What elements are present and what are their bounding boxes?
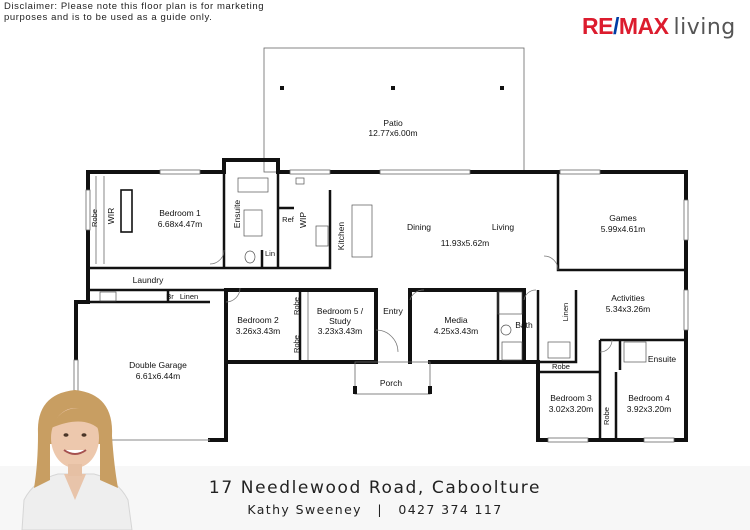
br-label: Br (166, 292, 174, 301)
bedroom2-label: Bedroom 2 (237, 315, 279, 325)
robe-label-bed2: Robe (292, 297, 301, 315)
bedroom5-label-line1: Bedroom 5 / (317, 306, 364, 316)
disclaimer-text: Disclaimer: Please note this floor plan … (4, 1, 265, 23)
activities-label: Activities (611, 293, 645, 303)
patio-posts (280, 86, 504, 90)
door-swings (209, 249, 613, 353)
laundry-label: Laundry (133, 275, 164, 285)
garage-size: 6.61x6.44m (136, 371, 180, 381)
bedroom3-size: 3.02x3.20m (549, 404, 593, 414)
entry-label: Entry (383, 306, 404, 316)
porch-post-right (428, 386, 432, 394)
linen-label-laundry: Linen (180, 292, 198, 301)
bath-label: Bath (515, 320, 533, 330)
lin-label: Lin (265, 249, 275, 258)
ensuite1-label: Ensuite (232, 200, 242, 229)
bedroom4-label: Bedroom 4 (628, 393, 670, 403)
media-size: 4.25x3.43m (434, 326, 478, 336)
living-size: 11.93x5.62m (441, 238, 490, 248)
linen-label-hall: Linen (561, 303, 570, 321)
agent-name: Kathy Sweeney (247, 502, 362, 517)
bedroom4-size: 3.92x3.20m (627, 404, 671, 414)
agent-contact-line: Kathy Sweeney | 0427 374 117 (0, 502, 750, 517)
logo-slash: / (612, 13, 619, 39)
robe-label-bed3: Robe (552, 362, 570, 371)
logo-living: living (673, 15, 736, 40)
logo-re: RE (582, 13, 613, 39)
agent-portrait (21, 390, 133, 530)
patio-outline (263, 47, 525, 173)
remax-living-logo: RE/MAX living (582, 13, 736, 40)
porch-post-left (353, 386, 357, 394)
property-address: 17 Needlewood Road, Caboolture (208, 478, 542, 498)
kitchen-label: Kitchen (336, 222, 346, 251)
living-label: Living (492, 222, 514, 232)
robe-label-bed1: Robe (90, 209, 99, 227)
dining-label: Dining (407, 222, 431, 232)
activities-size: 5.34x3.26m (606, 304, 650, 314)
wip-label: WIP (298, 212, 308, 228)
fixtures (99, 177, 647, 363)
media-label: Media (444, 315, 467, 325)
games-label: Games (609, 213, 636, 223)
patio-label: Patio (383, 118, 403, 128)
wir-label: WIR (106, 208, 116, 225)
robe-label-bed4: Robe (602, 407, 611, 425)
bedroom2-size: 3.26x3.43m (236, 326, 280, 336)
bedroom1-label: Bedroom 1 (159, 208, 201, 218)
agent-phone[interactable]: 0427 374 117 (398, 502, 503, 517)
bedroom3-label: Bedroom 3 (550, 393, 592, 403)
ensuite2-label: Ensuite (648, 354, 677, 364)
porch-outline (354, 361, 431, 395)
robe-label-bed5: Robe (292, 335, 301, 353)
windows (73, 169, 689, 443)
garage-label: Double Garage (129, 360, 187, 370)
bedroom5-size: 3.23x3.43m (318, 326, 362, 336)
porch-label: Porch (380, 378, 402, 388)
bedroom5-label-line2: Study (329, 316, 351, 326)
bedroom1-size: 6.68x4.47m (158, 219, 202, 229)
ref-label: Ref (282, 215, 295, 224)
separator: | (377, 502, 383, 517)
patio-size: 12.77x6.00m (368, 128, 417, 138)
floor-plan: Patio 12.77x6.00m Bedroom 1 6.68x4.47m W… (73, 47, 689, 443)
games-size: 5.99x4.61m (601, 224, 645, 234)
logo-max: MAX (618, 13, 669, 39)
